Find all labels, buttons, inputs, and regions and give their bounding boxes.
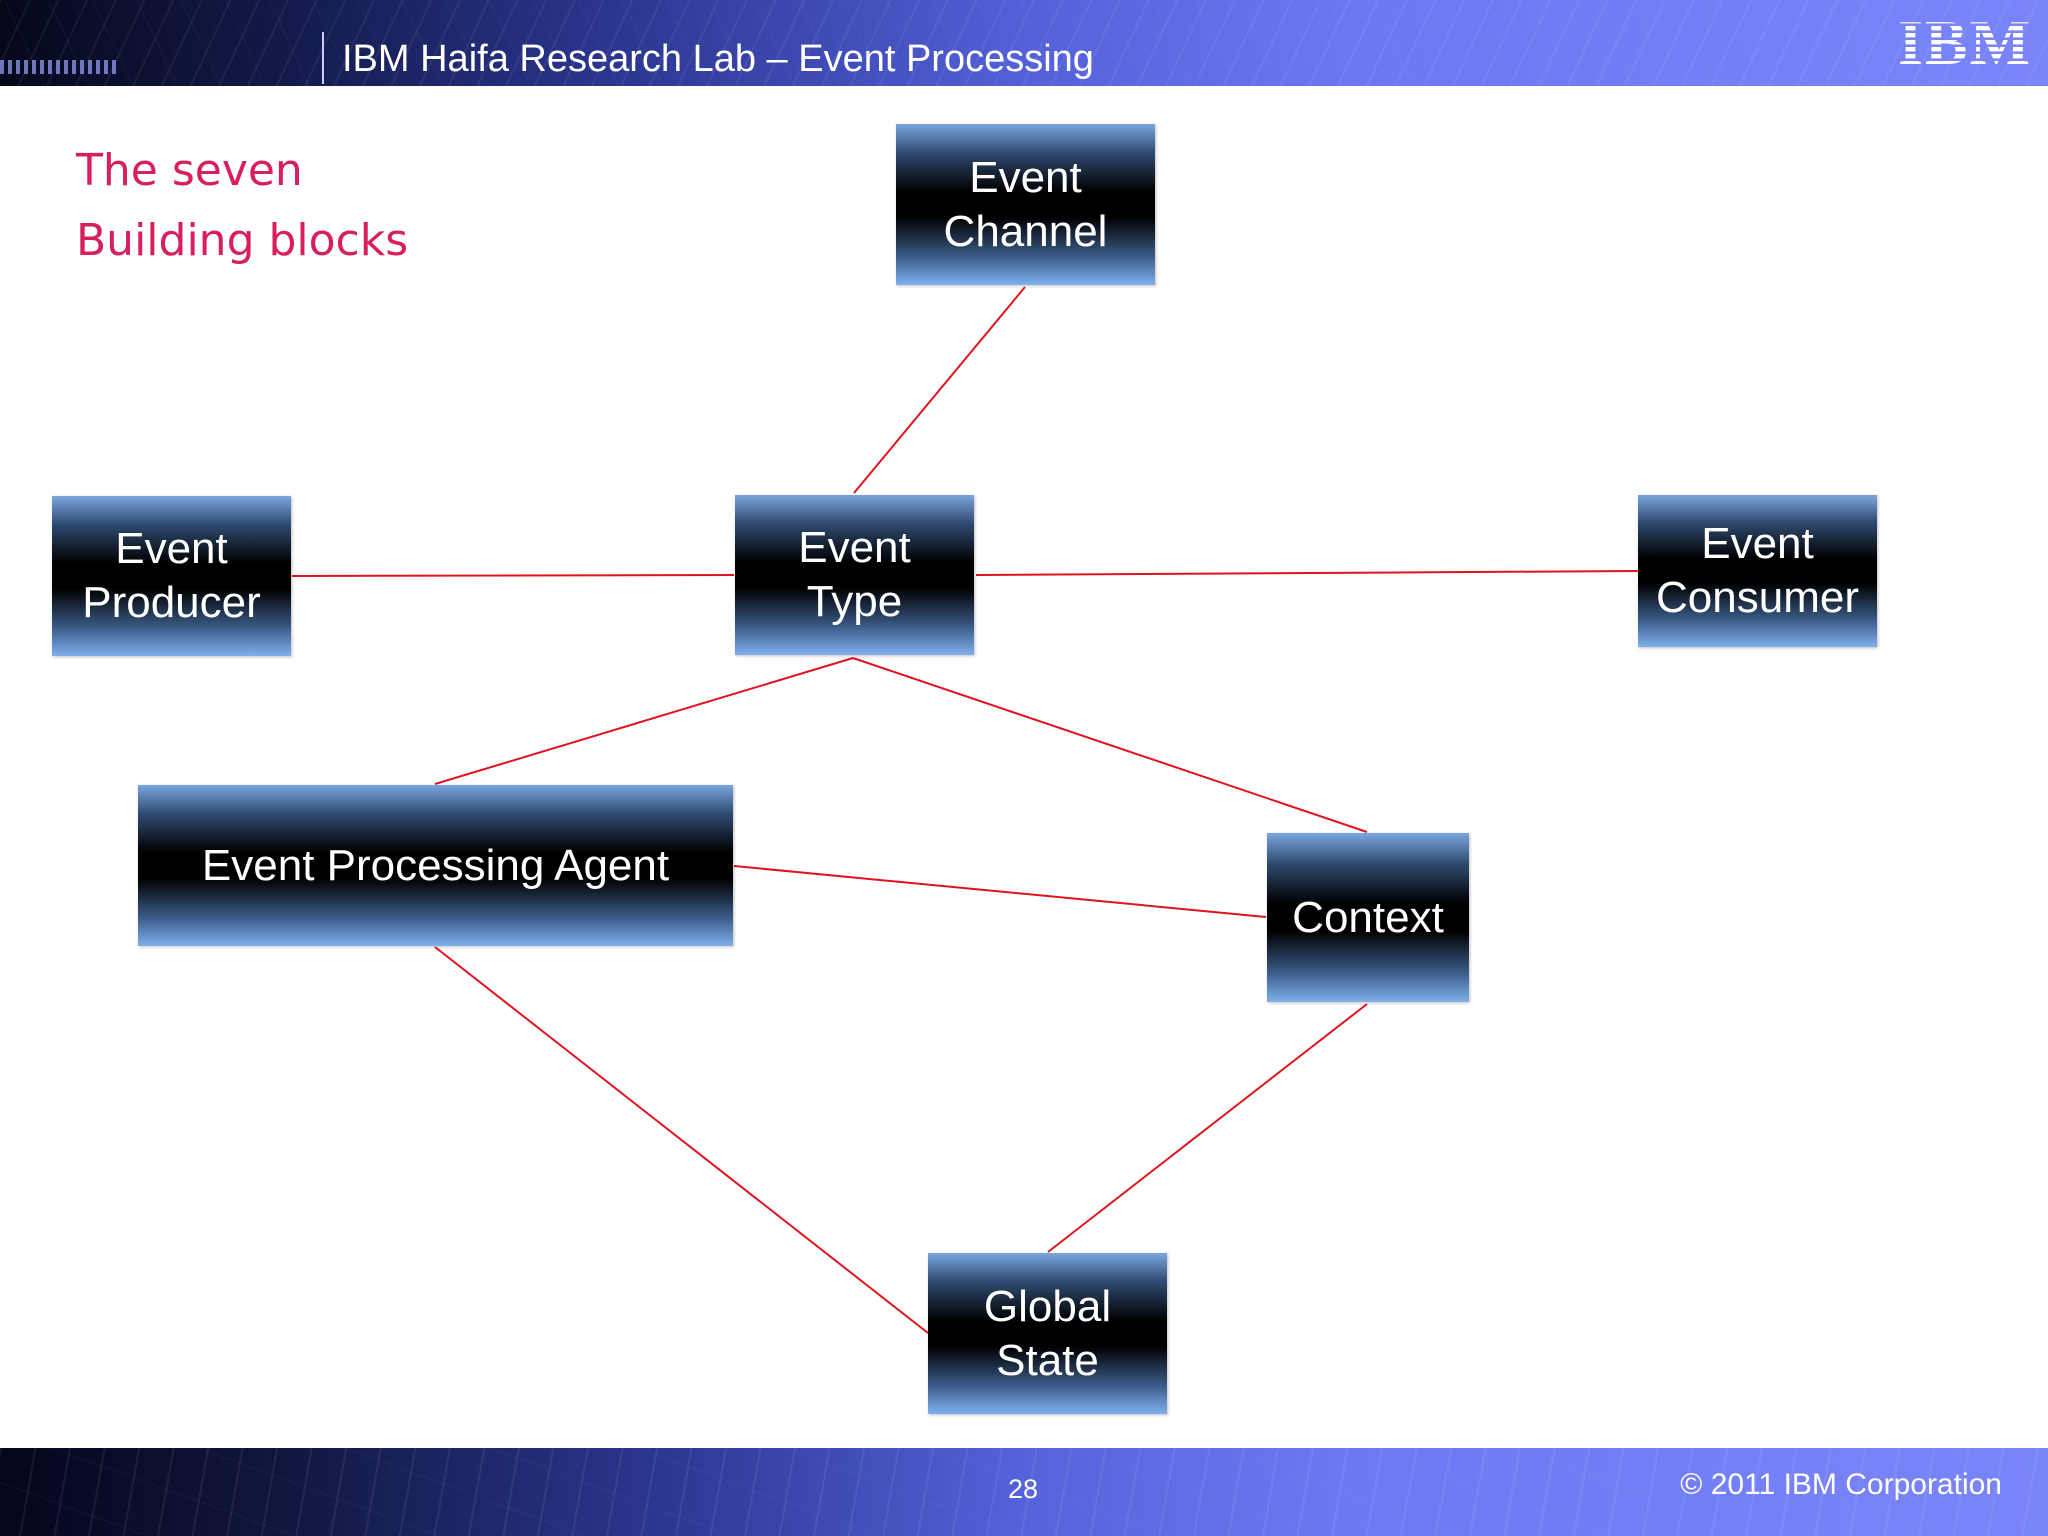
- slide-title-line-2: Building blocks: [76, 215, 409, 266]
- footer-decoration: [0, 1448, 2048, 1536]
- link-agent-globalstate: [434, 946, 929, 1334]
- header-decoration: [0, 0, 2048, 86]
- block-event-producer-line-2: Producer: [82, 578, 261, 627]
- header-dots-decoration: [0, 60, 118, 74]
- block-event-consumer: Event Consumer: [1638, 495, 1877, 647]
- link-producer-type: [291, 574, 735, 577]
- block-global-state: Global State: [928, 1253, 1167, 1414]
- ibm-logo-icon: IBM: [1898, 12, 2032, 70]
- header-banner: IBM Haifa Research Lab – Event Processin…: [0, 0, 2048, 86]
- link-type-context: [852, 657, 1368, 833]
- link-type-agent: [434, 657, 854, 785]
- link-type-consumer: [975, 570, 1639, 576]
- block-context: Context: [1267, 833, 1469, 1002]
- block-global-state-line-2: State: [996, 1335, 1099, 1385]
- block-event-consumer-line-1: Event: [1701, 519, 1814, 568]
- block-event-producer-line-1: Event: [115, 524, 228, 573]
- block-event-producer: Event Producer: [52, 496, 291, 656]
- link-channel-type: [853, 286, 1026, 494]
- block-event-consumer-line-2: Consumer: [1656, 573, 1859, 622]
- block-event-type: Event Type: [735, 495, 974, 655]
- block-global-state-line-1: Global: [983, 1281, 1112, 1331]
- block-event-type-line-2: Type: [806, 577, 903, 626]
- block-event-channel: Event Channel: [896, 124, 1155, 285]
- block-event-channel-line-1: Event: [969, 152, 1082, 202]
- link-context-globalstate: [1047, 1003, 1368, 1253]
- slide-title-line-1: The seven: [76, 145, 303, 196]
- page-number: 28: [1008, 1474, 1039, 1504]
- slide-title: The seven Building blocks: [76, 136, 408, 276]
- block-event-processing-agent-label: Event Processing Agent: [201, 840, 670, 890]
- block-context-label: Context: [1292, 892, 1444, 942]
- block-event-channel-line-2: Channel: [943, 206, 1108, 256]
- block-event-processing-agent: Event Processing Agent: [138, 785, 733, 946]
- copyright-notice: © 2011 IBM Corporation: [1680, 1468, 2002, 1501]
- link-agent-context: [733, 865, 1267, 918]
- header-divider: [322, 32, 324, 84]
- header-title: IBM Haifa Research Lab – Event Processin…: [342, 38, 1094, 80]
- footer-banner: [0, 1448, 2048, 1536]
- block-event-type-line-1: Event: [798, 523, 911, 572]
- svg-text:IBM: IBM: [1898, 12, 2032, 70]
